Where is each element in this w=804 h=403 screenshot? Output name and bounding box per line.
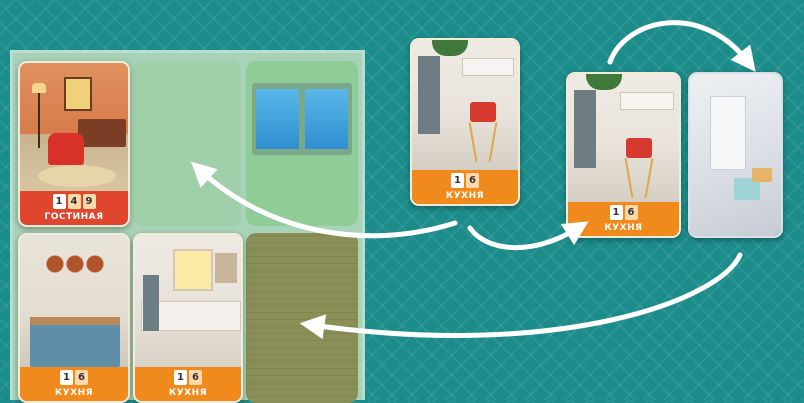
arrow-top-loop (610, 23, 748, 62)
arrow-to-board-bottom (312, 255, 740, 336)
arrow-to-middle-card (470, 228, 578, 248)
arrow-to-board-empty (200, 170, 455, 236)
